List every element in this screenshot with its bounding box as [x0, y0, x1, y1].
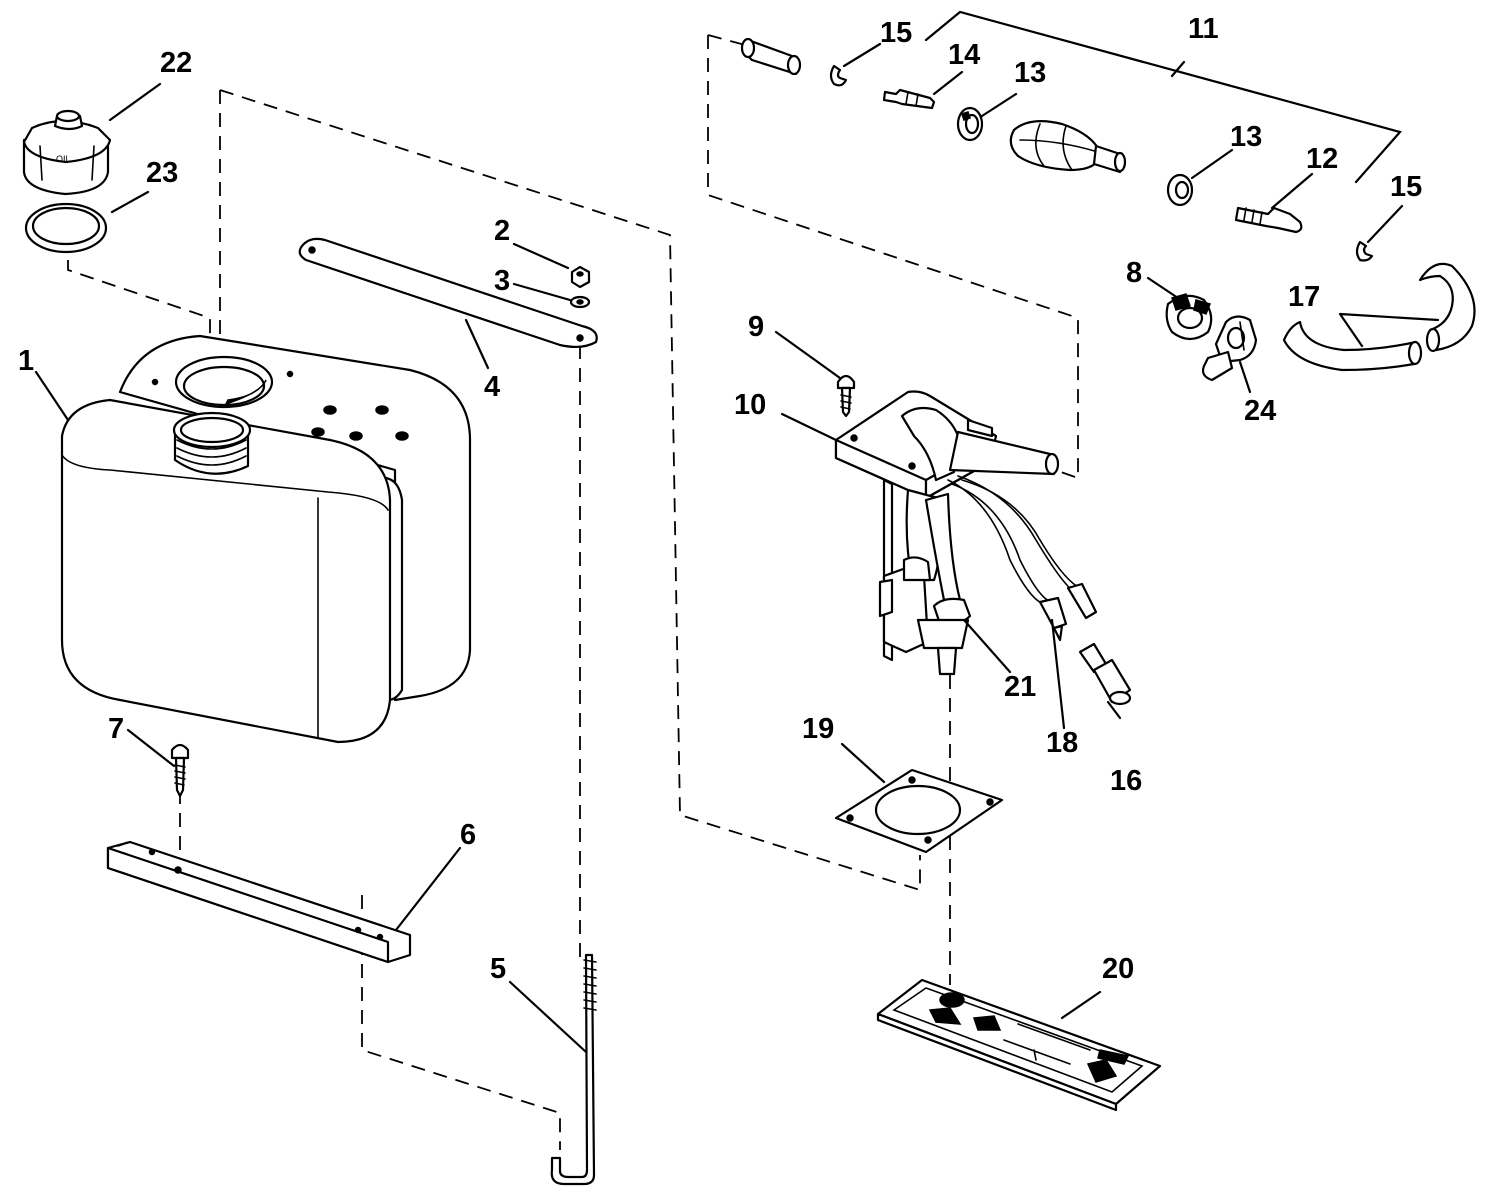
wire-connector	[1078, 642, 1132, 706]
elbow-fitting-24	[1201, 315, 1258, 382]
callout-3: 3	[494, 265, 510, 297]
tank-strap	[298, 237, 598, 349]
cap-marking: OIL	[56, 154, 71, 164]
callout-23: 23	[146, 157, 178, 189]
callout-4: 4	[484, 371, 500, 403]
hose-clamp-8	[1165, 293, 1213, 341]
callout-21: 21	[1004, 671, 1036, 703]
pickup-gasket	[834, 768, 1004, 854]
callout-13-upper: 13	[1014, 57, 1046, 89]
clamp-13-lower	[1166, 173, 1194, 207]
hose-clip-lower	[1355, 240, 1374, 262]
cap-gasket	[24, 202, 108, 254]
callout-12: 12	[1306, 143, 1338, 175]
short-hose	[740, 37, 802, 76]
callout-8: 8	[1126, 257, 1142, 289]
connector-fitting	[882, 88, 936, 110]
callout-17: 17	[1288, 281, 1320, 313]
bracket-screw	[170, 743, 190, 798]
fuel-pickup-assembly	[834, 390, 1098, 676]
clamp-13-upper	[956, 106, 984, 142]
washer	[569, 295, 591, 309]
j-bolt	[550, 953, 597, 1186]
callout-labels: 1 2 3 4 5 6 7 8 9 10 11 12 13 13 14 15 1…	[18, 13, 1422, 985]
callout-5: 5	[490, 953, 506, 985]
callout-7: 7	[108, 713, 124, 745]
mounting-bracket	[106, 840, 412, 964]
callout-22: 22	[160, 47, 192, 79]
fuel-tank	[60, 334, 472, 744]
callout-6: 6	[460, 819, 476, 851]
callout-15-upper: 15	[880, 17, 912, 49]
callout-10: 10	[734, 389, 766, 421]
callout-16: 16	[1110, 765, 1142, 797]
primer-bulb	[1009, 119, 1127, 174]
callout-15-lower: 15	[1390, 171, 1422, 203]
callout-24: 24	[1244, 395, 1276, 427]
nut	[570, 265, 591, 289]
hose-fitting	[1234, 206, 1303, 234]
callout-14: 14	[948, 39, 980, 71]
callout-9: 9	[748, 311, 764, 343]
hose-clip-upper	[829, 64, 848, 87]
callout-20: 20	[1102, 953, 1134, 985]
callout-19: 19	[802, 713, 834, 745]
assembly-dashed-lines	[67, 34, 1079, 1150]
callout-2: 2	[494, 215, 510, 247]
pickup-screw	[836, 374, 856, 418]
callout-11: 11	[1188, 13, 1219, 45]
fuel-gauge	[876, 978, 1162, 1112]
callout-13-lower: 13	[1230, 121, 1262, 153]
filler-cap: OIL	[22, 109, 112, 196]
fuel-hose	[1282, 262, 1476, 372]
callout-18: 18	[1046, 727, 1078, 759]
leader-lines	[34, 10, 1440, 1054]
callout-1: 1	[18, 345, 34, 377]
